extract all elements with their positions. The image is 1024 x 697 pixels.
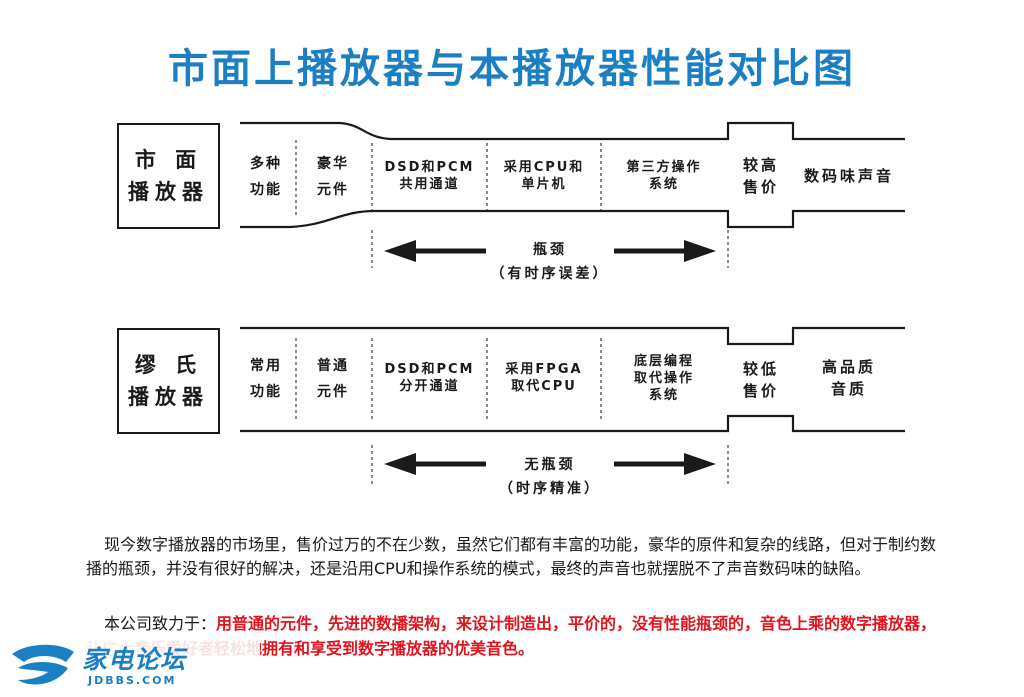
label-market-player: 市 面 播放器: [117, 123, 220, 229]
pipe-outline-market: [240, 121, 905, 141]
arrow-sub-text: （有时序误差）: [490, 266, 610, 282]
cell-text: 售价: [742, 178, 779, 196]
cell-text: 单片机: [521, 177, 567, 192]
cell-text: 功能: [250, 384, 282, 400]
cell-text: 功能: [250, 182, 282, 198]
cell-text: 底层编程: [633, 353, 694, 369]
arrow-label-no-bottleneck: 无瓶颈 （时序精准）: [470, 453, 630, 501]
cell-text: 豪华: [317, 156, 349, 172]
cell-text: 取代操作: [633, 370, 694, 386]
arrows-muse: [384, 453, 716, 475]
separators-muse: [295, 338, 729, 484]
cell-text: DSD和PCM: [384, 160, 475, 175]
logo-subtext: JDBBS.COM: [88, 674, 177, 687]
description-paragraph: 现今数字播放器的市场里，售价过万的不在少数，虽然它们都有丰富的功能，豪华的原件和…: [86, 533, 948, 581]
cell-muse-components: 普通 元件: [300, 344, 366, 414]
cell-text: 取代CPU: [511, 379, 577, 394]
arrow-label-text: 无瓶颈: [524, 457, 576, 473]
cell-text: 较高: [742, 156, 779, 174]
cell-text: 数码味声音: [803, 167, 894, 185]
label-muse-player: 缪 氏 播放器: [117, 328, 220, 434]
pipe-outline-muse-bottom: [240, 414, 905, 433]
cell-text: 分开通道: [399, 379, 460, 394]
arrow-label-text: 瓶颈: [533, 242, 567, 258]
label-market-line2: 播放器: [128, 180, 209, 204]
cell-muse-lowlevel: 底层编程 取代操作 系统: [603, 344, 725, 412]
description-text: 现今数字播放器的市场里，售价过万的不在少数，虽然它们都有丰富的功能，豪华的原件和…: [86, 535, 937, 578]
pipe-outline-market-bottom: [240, 209, 905, 229]
logo-mark-icon: [12, 644, 74, 685]
cell-text: 第三方操作: [626, 160, 702, 175]
cell-market-cpu: 采用CPU和 单片机: [489, 142, 599, 210]
cell-market-components: 豪华 元件: [300, 142, 366, 212]
cell-market-channel: DSD和PCM 共用通道: [374, 142, 485, 210]
cell-text: 高品质: [821, 358, 876, 376]
label-market-line1: 市 面: [134, 148, 203, 172]
arrow-sub-text: （时序精准）: [499, 481, 601, 497]
cell-muse-price: 较低 售价: [730, 346, 792, 414]
cell-text: 采用FPGA: [505, 362, 583, 377]
cell-text: DSD和PCM: [384, 362, 475, 377]
cell-text: 售价: [742, 382, 779, 400]
cell-text: 系统: [648, 177, 679, 192]
cell-market-os: 第三方操作 系统: [603, 142, 725, 210]
cell-muse-features: 常用 功能: [240, 344, 292, 414]
cell-text: 元件: [317, 182, 349, 198]
cell-text: 元件: [317, 384, 349, 400]
arrows-market: [384, 240, 716, 262]
label-muse-line2: 播放器: [128, 385, 209, 409]
label-muse-line1: 缪 氏: [134, 353, 203, 377]
cell-market-sound: 数码味声音: [795, 142, 903, 210]
arrow-label-bottleneck: 瓶颈 （有时序误差）: [470, 238, 630, 286]
cell-text: 普通: [317, 358, 349, 374]
cell-text: 采用CPU和: [503, 160, 585, 175]
mission-prefix: 本公司致力于：: [104, 614, 217, 633]
cell-text: 多种: [250, 156, 282, 172]
cell-muse-fpga: 采用FPGA 取代CPU: [489, 346, 599, 410]
cell-text: 较低: [742, 360, 779, 378]
cell-muse-channel: DSD和PCM 分开通道: [374, 346, 485, 410]
cell-market-price: 较高 售价: [730, 142, 792, 210]
cell-muse-sound: 高品质 音质: [795, 344, 903, 412]
logo-text: 家电论坛: [82, 645, 187, 674]
cell-text: 系统: [648, 387, 679, 403]
cell-market-features: 多种 功能: [240, 142, 292, 212]
page-title: 市面上播放器与本播放器性能对比图: [168, 46, 856, 92]
separators-market: [295, 140, 729, 268]
cell-text: 常用: [250, 358, 282, 374]
pipe-outline-muse: [240, 326, 905, 346]
cell-text: 共用通道: [399, 177, 460, 192]
cell-text: 音质: [830, 380, 867, 398]
